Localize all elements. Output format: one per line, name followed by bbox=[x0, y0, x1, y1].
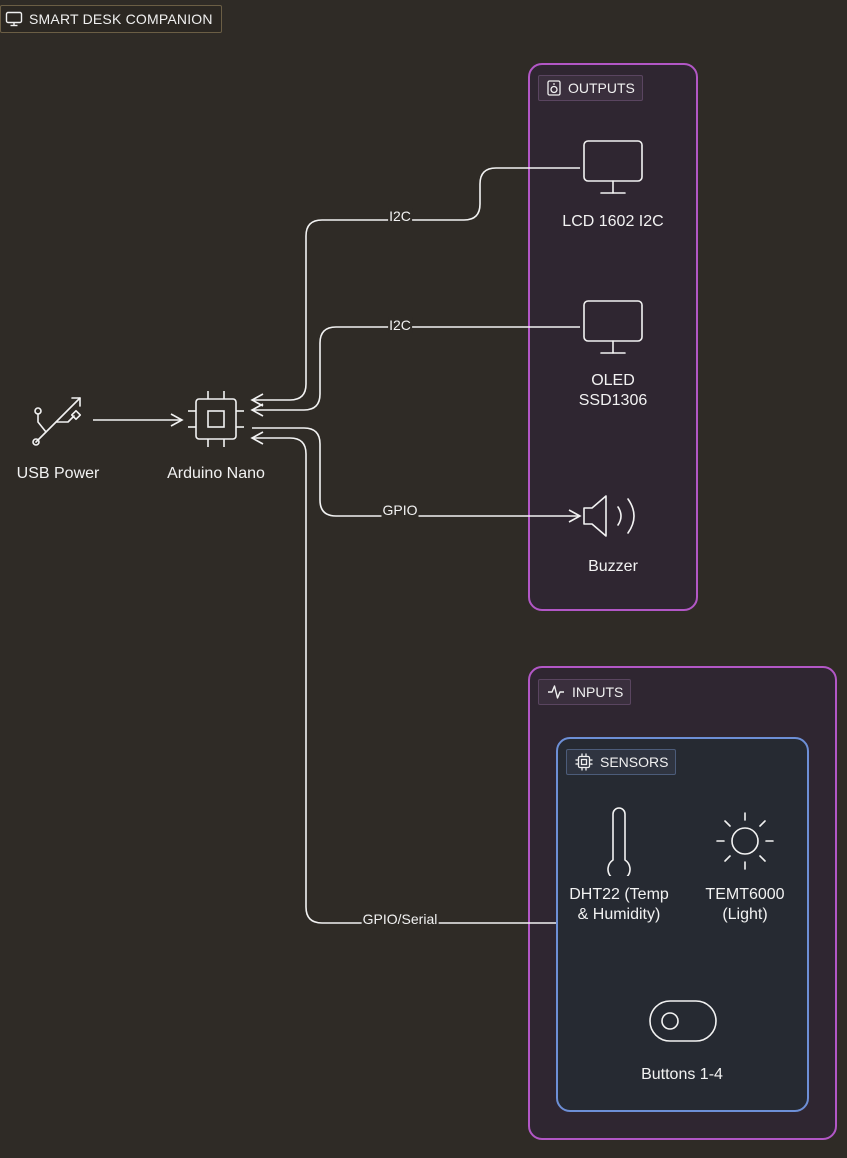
diagram-title: SMART DESK COMPANION bbox=[29, 11, 213, 27]
edge-label-oled: I2C bbox=[388, 317, 412, 333]
edge-inputs-to-arduino bbox=[250, 431, 556, 924]
edge-oled-to-arduino bbox=[250, 326, 580, 417]
outputs-group[interactable] bbox=[528, 63, 698, 611]
edge-label-buzzer: GPIO bbox=[381, 502, 419, 518]
inputs-group-label: INPUTS bbox=[572, 684, 624, 700]
edge-arduino-to-buzzer bbox=[252, 427, 582, 523]
speaker-icon bbox=[583, 495, 635, 537]
oled-label: OLED SSD1306 bbox=[578, 372, 648, 409]
diagram-title-tag: SMART DESK COMPANION bbox=[0, 5, 222, 33]
arduino-nano-label: Arduino Nano bbox=[167, 465, 265, 482]
activity-icon bbox=[548, 685, 564, 699]
sensors-group[interactable] bbox=[556, 737, 809, 1112]
sensors-group-label: SENSORS bbox=[600, 754, 669, 770]
edge-label-lcd: I2C bbox=[388, 208, 412, 224]
edge-lcd-to-arduino bbox=[250, 167, 580, 407]
monitor-icon bbox=[583, 300, 643, 354]
buzzer-label: Buzzer bbox=[588, 558, 638, 575]
sun-icon bbox=[716, 812, 774, 870]
monitor-icon bbox=[583, 140, 643, 194]
toggle-icon bbox=[649, 1000, 717, 1042]
thermometer-icon bbox=[607, 807, 631, 876]
outputs-group-label: OUTPUTS bbox=[568, 80, 635, 96]
buttons-label: Buttons 1-4 bbox=[641, 1066, 723, 1083]
lcd-label: LCD 1602 I2C bbox=[562, 213, 664, 230]
outputs-group-tag: OUTPUTS bbox=[538, 75, 643, 101]
temt6000-label: TEMT6000 (Light) bbox=[705, 886, 785, 923]
sensors-group-tag: SENSORS bbox=[566, 749, 677, 775]
usb-power-label: USB Power bbox=[16, 465, 100, 482]
edge-label-inputs: GPIO/Serial bbox=[361, 911, 439, 927]
inputs-group-tag: INPUTS bbox=[538, 679, 632, 705]
chip-icon bbox=[575, 753, 593, 771]
usb-icon bbox=[32, 397, 82, 446]
chip-icon bbox=[188, 391, 244, 447]
speaker-box-icon bbox=[547, 80, 561, 96]
dht22-label: DHT22 (Temp & Humidity) bbox=[569, 886, 669, 923]
monitor-icon bbox=[5, 11, 23, 27]
